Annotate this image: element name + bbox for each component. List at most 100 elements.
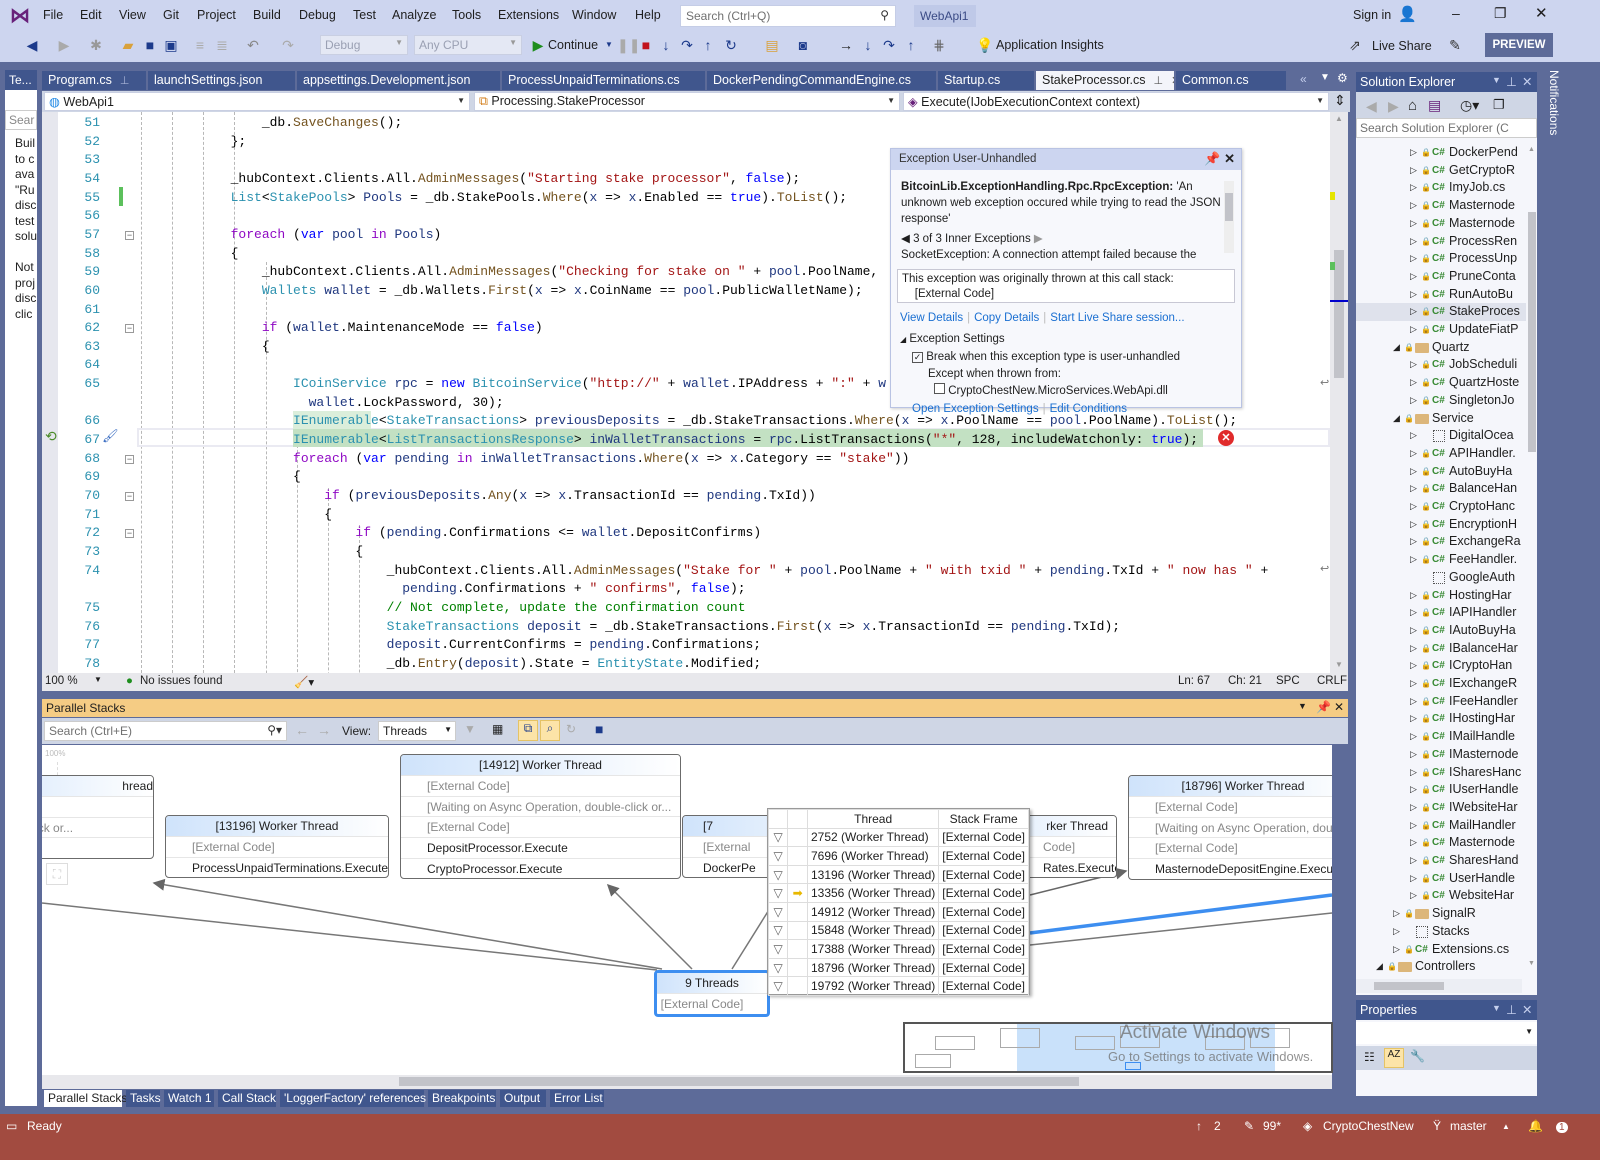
code-line[interactable]: if (pending.Confirmations <= wallet.Depo… — [137, 524, 761, 543]
collapsed-arrow-icon[interactable]: ▷ — [1410, 766, 1417, 777]
undo-icon[interactable]: ↶ — [247, 37, 259, 53]
bottom-tab[interactable]: Watch 1 — [164, 1090, 216, 1107]
collapsed-arrow-icon[interactable]: ▷ — [1410, 288, 1417, 299]
solution-item[interactable]: ▷🔒C#AutoBuyHa — [1356, 463, 1526, 481]
scroll-down-icon[interactable]: ▼ — [1335, 660, 1343, 669]
close-icon[interactable]: ✕ — [1522, 75, 1533, 89]
branch-icon[interactable]: Ÿ — [1433, 1119, 1442, 1133]
solution-item[interactable]: ▷🔒C#IWebsiteHar — [1356, 799, 1526, 817]
thread-row[interactable]: ▽17388 (Worker Thread)[External Code] — [767, 939, 1029, 959]
stack-frame[interactable]: [External Code] — [657, 993, 767, 1014]
collapse-toggle-icon[interactable]: − — [125, 323, 134, 334]
code-line[interactable]: { — [137, 245, 239, 264]
scroll-up-icon[interactable]: ▲ — [1335, 114, 1343, 123]
solution-item[interactable]: ▷🔒C#GetCryptoR — [1356, 162, 1526, 180]
bottom-tab[interactable]: Error List — [550, 1090, 606, 1107]
code-line[interactable]: _hubContext.Clients.All.AdminMessages("S… — [137, 170, 801, 189]
flag-icon[interactable]: ▽ — [767, 976, 789, 996]
solution-item[interactable]: ▷🔒C#EncryptionH — [1356, 516, 1526, 534]
find-icon[interactable]: ▤ — [765, 37, 779, 53]
menu-test[interactable]: Test — [353, 8, 376, 22]
code-line[interactable]: Wallets wallet = _db.Wallets.First(x => … — [137, 282, 863, 301]
tab-common-cs[interactable]: Common.cs — [1176, 71, 1288, 90]
stack-node[interactable]: 9 Threads[External Code] — [654, 970, 770, 1017]
solution-item[interactable]: ▷🔒C#ImyJob.cs — [1356, 179, 1526, 197]
solution-item[interactable]: ▷🔒C#IHostingHar — [1356, 710, 1526, 728]
solution-item[interactable]: ▷🔒C#Extensions.cs — [1356, 941, 1526, 959]
menu-build[interactable]: Build — [253, 8, 281, 22]
fit-to-view-icon[interactable]: ⛶ — [46, 863, 68, 885]
sign-in-link[interactable]: Sign in — [1353, 8, 1392, 22]
collapsed-arrow-icon[interactable]: ▷ — [1410, 200, 1417, 211]
toggle-zoom-icon[interactable]: ↻ — [566, 722, 577, 736]
stack-frame[interactable]: [External Code] — [1129, 837, 1332, 858]
show-next-statement-icon[interactable]: ↓ — [662, 37, 670, 53]
collapsed-arrow-icon[interactable]: ▷ — [1410, 713, 1417, 724]
code-line[interactable]: if (previousDeposits.Any(x => x.Transact… — [137, 487, 816, 506]
scroll-tabs-icon[interactable]: « — [1300, 72, 1307, 86]
view-details-link[interactable]: View Details — [900, 312, 964, 324]
collapsed-arrow-icon[interactable]: ▷ — [1410, 554, 1417, 565]
solution-item[interactable]: ▷🔒C#APIHandler. — [1356, 445, 1526, 463]
collapsed-arrow-icon[interactable]: ▷ — [1410, 324, 1417, 334]
notification-count[interactable]: 1 — [1556, 1122, 1568, 1133]
thread-row[interactable]: ▽19792 (Worker Thread)[External Code] — [767, 976, 1029, 996]
solution-item[interactable]: ▷🔒C#Masternode — [1356, 197, 1526, 215]
message-scrollbar[interactable] — [1224, 181, 1234, 253]
flag-icon[interactable]: ▽ — [767, 846, 789, 866]
previous-inner-icon[interactable]: ◀ — [901, 233, 910, 245]
issues-status[interactable]: No issues found — [140, 675, 223, 687]
stack-frame[interactable]: CryptoProcessor.Execute — [401, 857, 680, 879]
stack-frame[interactable]: ProcessUnpaidTerminations.Execute — [166, 856, 388, 878]
menu-help[interactable]: Help — [635, 8, 661, 22]
code-line[interactable]: _db.Entry(deposit).State = EntityState.M… — [137, 655, 762, 673]
solution-item[interactable]: ▷🔒C#UpdateFiatP — [1356, 321, 1526, 339]
back-icon[interactable]: ◀ — [1366, 98, 1377, 114]
flag-icon[interactable]: ▽ — [767, 901, 789, 922]
collapsed-arrow-icon[interactable]: ▷ — [1410, 447, 1417, 458]
split-editor-icon[interactable]: ⇕ — [1334, 92, 1346, 108]
branch-name[interactable]: master — [1450, 1119, 1487, 1133]
collapsed-arrow-icon[interactable]: ▷ — [1410, 624, 1417, 635]
pause-icon[interactable]: ❚❚ — [617, 37, 641, 53]
stack-node[interactable]: hreadn, double-click or... — [42, 775, 154, 860]
platform-dropdown[interactable]: Any CPU▼ — [414, 35, 522, 55]
toggle-method-view-icon[interactable]: ⧉ — [518, 720, 538, 741]
stack-node[interactable]: [14912] Worker Thread[External Code][Wai… — [400, 754, 681, 880]
save-icon[interactable]: ■ — [145, 37, 155, 53]
copy-details-link[interactable]: Copy Details — [974, 312, 1040, 324]
close-tab-icon[interactable]: ✕ — [1171, 75, 1174, 87]
collapsed-arrow-icon[interactable]: ▷ — [1410, 253, 1417, 264]
collapsed-arrow-icon[interactable]: ▷ — [1410, 748, 1417, 759]
close-icon[interactable]: ✕ — [1522, 1003, 1533, 1017]
forward-icon[interactable]: ▶ — [58, 37, 70, 53]
collapsed-arrow-icon[interactable]: ▷ — [1410, 394, 1417, 405]
solution-item[interactable]: ▷🔒C#IExchangeR — [1356, 675, 1526, 693]
solution-item[interactable]: ▷🔒C#IUserHandle — [1356, 781, 1526, 799]
feedback-icon[interactable]: ✎ — [1449, 37, 1461, 53]
menu-git[interactable]: Git — [163, 8, 179, 22]
current-statement-arrow-icon[interactable]: ⟲ — [45, 428, 57, 444]
solution-item[interactable]: ▷Stacks — [1356, 923, 1526, 941]
flag-icon[interactable]: ▽ — [767, 827, 789, 848]
solution-item[interactable]: ▷🔒C#IAPIHandler — [1356, 604, 1526, 622]
code-line[interactable]: StakeTransactions deposit = _db.StakeTra… — [137, 618, 1120, 637]
solution-item[interactable]: ▷🔒C#IBalanceHar — [1356, 640, 1526, 658]
filter-icon[interactable]: ▼ — [464, 722, 476, 736]
repository-icon[interactable]: ◈ — [1303, 1119, 1313, 1133]
solution-item[interactable]: ▷🔒C#IMasternode — [1356, 746, 1526, 764]
screenshot-icon[interactable]: ◙ — [798, 37, 808, 53]
menu-file[interactable]: File — [43, 8, 64, 22]
stack-frame[interactable]: MasternodeDepositEngine.Execute — [1129, 858, 1332, 879]
menu-window[interactable]: Window — [572, 8, 617, 22]
collapsed-arrow-icon[interactable]: ▷ — [1393, 925, 1400, 936]
solution-item[interactable]: ▷🔒C#HostingHar — [1356, 587, 1526, 605]
solution-item[interactable]: ▷🔒C#JobScheduli — [1356, 356, 1526, 374]
collapsed-arrow-icon[interactable]: ▷ — [1410, 890, 1417, 901]
continue-button[interactable]: Continue — [548, 38, 599, 52]
collapsed-arrow-icon[interactable]: ▷ — [1410, 270, 1417, 281]
code-line[interactable]: { — [137, 506, 332, 525]
stack-frame[interactable]: DepositProcessor.Execute — [401, 837, 680, 858]
stop-icon[interactable]: ■ — [641, 37, 651, 53]
solution-item[interactable]: ▷🔒C#FeeHandler. — [1356, 551, 1526, 569]
